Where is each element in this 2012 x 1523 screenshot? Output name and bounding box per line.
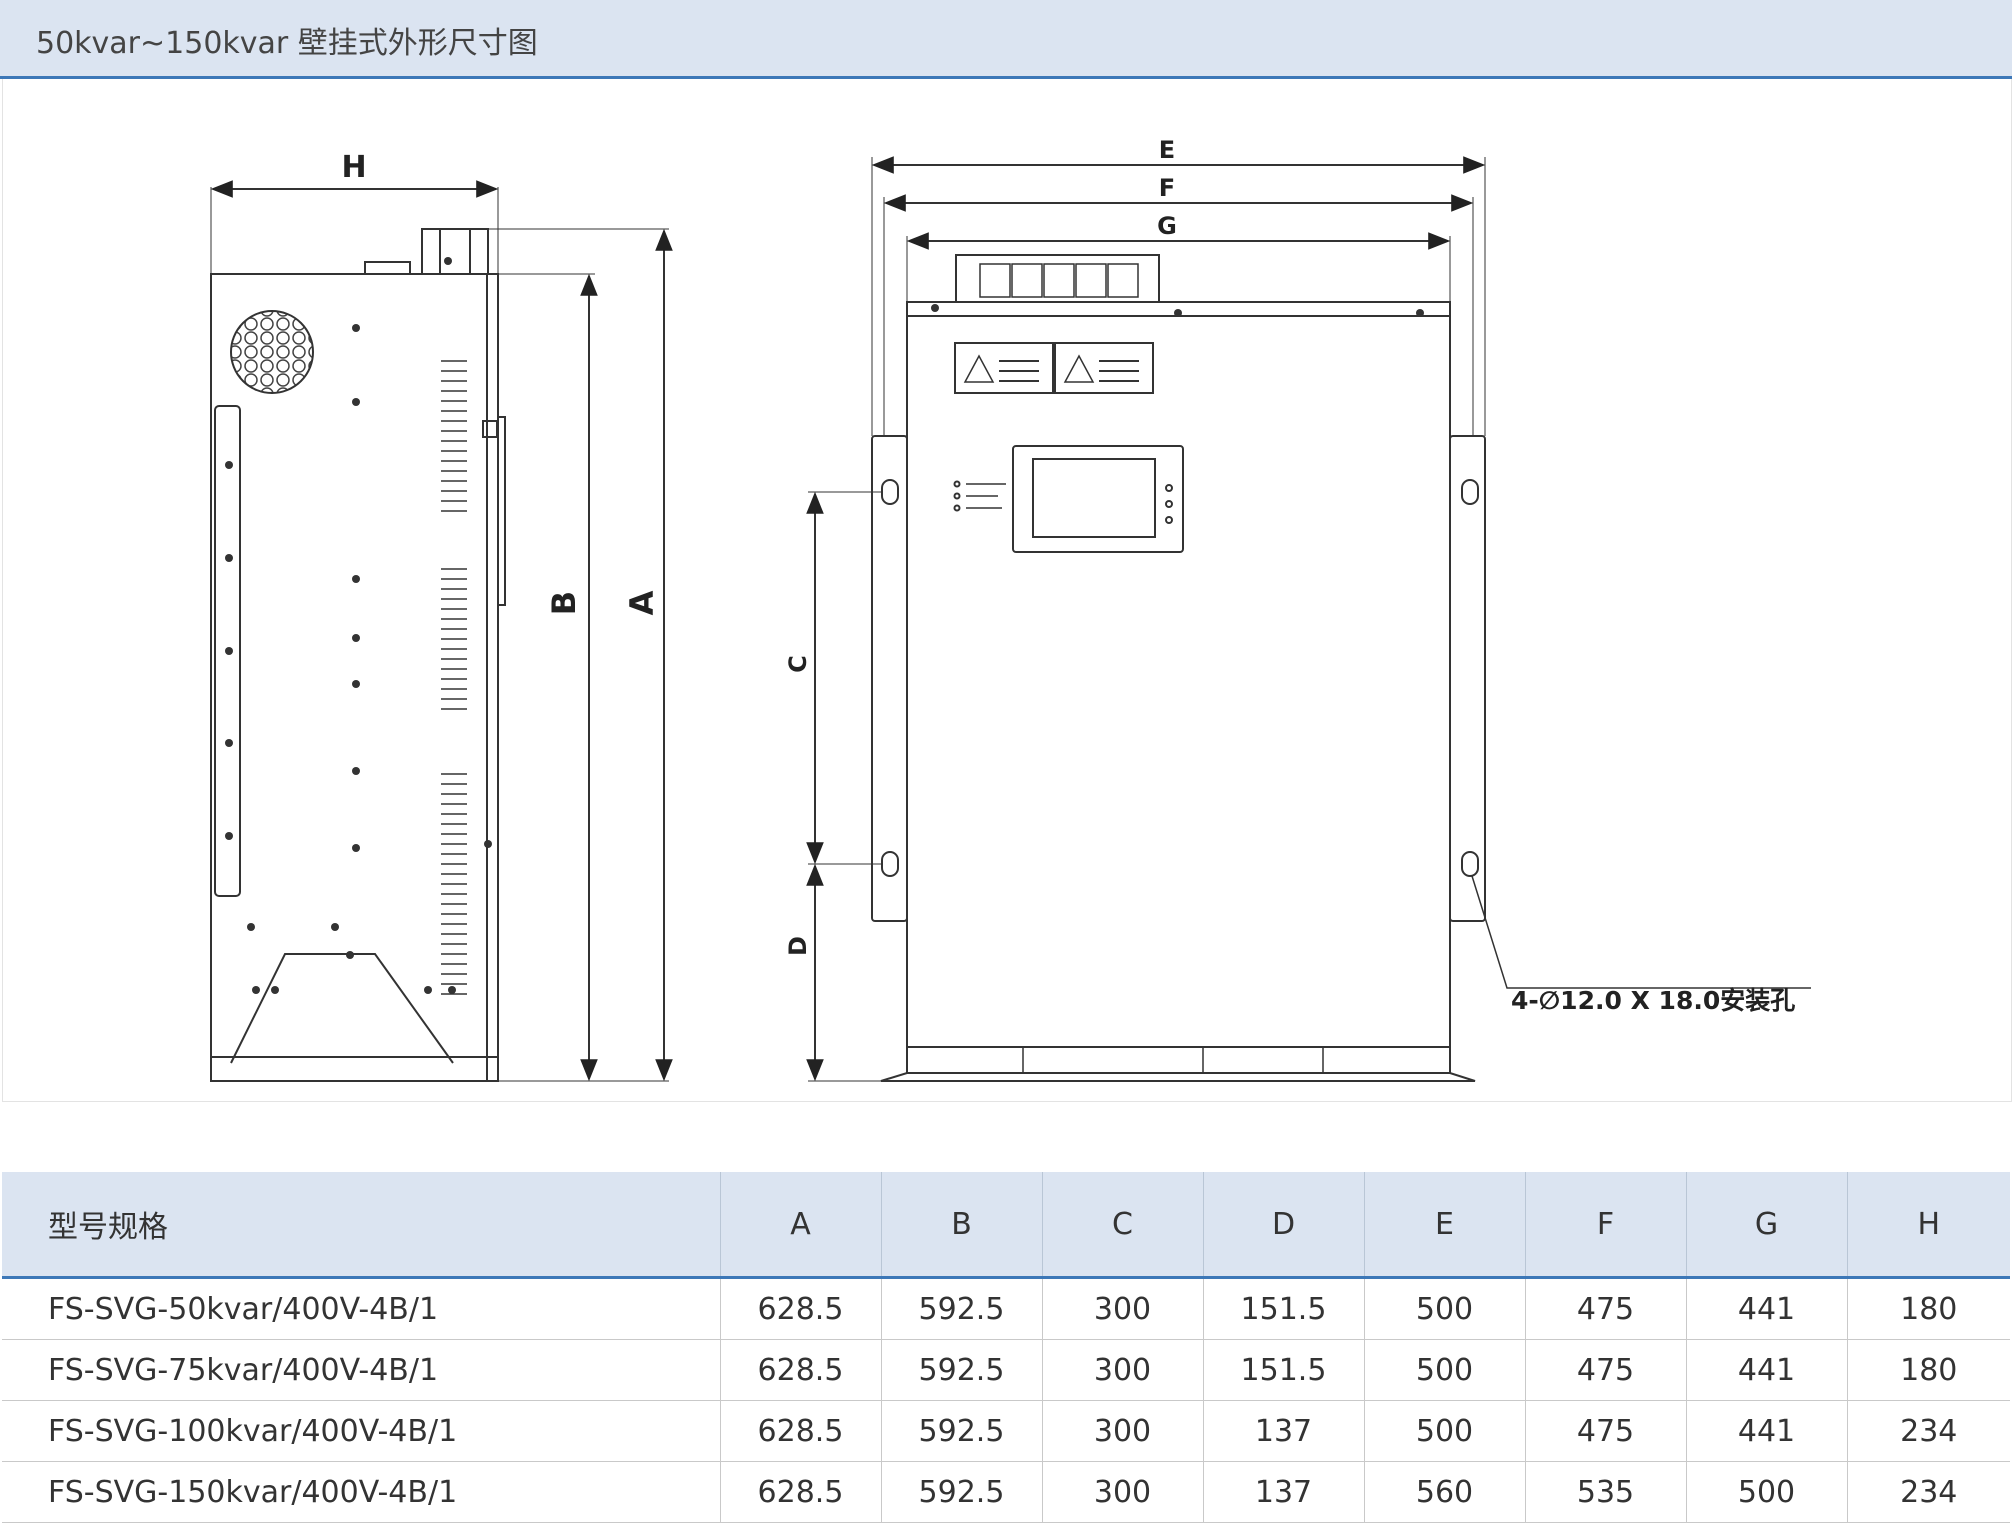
cell-b: 592.5	[880, 1461, 1042, 1523]
column-header-d: D	[1202, 1172, 1364, 1279]
table-row: FS-SVG-100kvar/400V-4B/1 628.5 592.5 300…	[2, 1400, 2010, 1462]
cell-model: FS-SVG-100kvar/400V-4B/1	[2, 1400, 720, 1462]
column-header-c: C	[1041, 1172, 1203, 1279]
column-header-a: A	[719, 1172, 881, 1279]
dimension-drawing: H E F G B A C D 4-∅12.0 X 18.0安装孔	[210, 136, 1811, 1082]
column-header-e: E	[1363, 1172, 1525, 1279]
cell-c: 300	[1041, 1339, 1203, 1401]
cell-c: 300	[1041, 1400, 1203, 1462]
dim-label-f: F	[1159, 174, 1175, 202]
cell-b: 592.5	[880, 1339, 1042, 1401]
page-title: 50kvar~150kvar 壁挂式外形尺寸图	[36, 26, 538, 61]
cell-model: FS-SVG-150kvar/400V-4B/1	[2, 1461, 720, 1523]
cell-h: 180	[1846, 1339, 2010, 1401]
cell-g: 441	[1685, 1277, 1847, 1340]
cell-e: 500	[1363, 1277, 1525, 1340]
dim-label-b: B	[545, 591, 583, 615]
cell-f: 475	[1524, 1339, 1686, 1401]
dim-label-e: E	[1159, 136, 1175, 164]
column-header-b: B	[880, 1172, 1042, 1279]
cell-a: 628.5	[719, 1461, 881, 1523]
table-row: FS-SVG-150kvar/400V-4B/1 628.5 592.5 300…	[2, 1461, 2010, 1523]
section-header: 50kvar~150kvar 壁挂式外形尺寸图	[0, 0, 2012, 79]
cell-d: 151.5	[1202, 1277, 1364, 1340]
column-header-h: H	[1846, 1172, 2010, 1279]
cell-model: FS-SVG-50kvar/400V-4B/1	[2, 1277, 720, 1340]
cell-b: 592.5	[880, 1400, 1042, 1462]
table-header-row: 型号规格 A B C D E F G H	[2, 1172, 2010, 1279]
column-header-model: 型号规格	[2, 1172, 720, 1279]
side-view	[210, 228, 506, 1082]
cell-f: 475	[1524, 1400, 1686, 1462]
cell-model: FS-SVG-75kvar/400V-4B/1	[2, 1339, 720, 1401]
cell-a: 628.5	[719, 1400, 881, 1462]
dimension-drawing-panel: H E F G B A C D 4-∅12.0 X 18.0安装孔	[2, 79, 2012, 1102]
table-row: FS-SVG-50kvar/400V-4B/1 628.5 592.5 300 …	[2, 1277, 2010, 1340]
cell-e: 500	[1363, 1339, 1525, 1401]
dim-label-c: C	[784, 655, 812, 673]
cell-d: 151.5	[1202, 1339, 1364, 1401]
cell-g: 500	[1685, 1461, 1847, 1523]
table-row: FS-SVG-75kvar/400V-4B/1 628.5 592.5 300 …	[2, 1339, 2010, 1401]
column-header-f: F	[1524, 1172, 1686, 1279]
spec-table: 型号规格 A B C D E F G H FS-SVG-50kvar/400V-…	[2, 1172, 2010, 1523]
cell-c: 300	[1041, 1461, 1203, 1523]
cell-a: 628.5	[719, 1277, 881, 1340]
cell-g: 441	[1685, 1339, 1847, 1401]
cell-h: 234	[1846, 1461, 2010, 1523]
cell-d: 137	[1202, 1461, 1364, 1523]
dim-label-d: D	[784, 936, 812, 956]
dim-label-a: A	[623, 590, 661, 615]
dim-label-h: H	[341, 150, 366, 185]
cell-b: 592.5	[880, 1277, 1042, 1340]
column-header-g: G	[1685, 1172, 1847, 1279]
dim-label-g: G	[1157, 212, 1177, 240]
cell-h: 180	[1846, 1277, 2010, 1340]
cell-f: 475	[1524, 1277, 1686, 1340]
cell-d: 137	[1202, 1400, 1364, 1462]
front-view	[871, 254, 1486, 1082]
cell-c: 300	[1041, 1277, 1203, 1340]
cell-a: 628.5	[719, 1339, 881, 1401]
cell-h: 234	[1846, 1400, 2010, 1462]
cell-g: 441	[1685, 1400, 1847, 1462]
cell-e: 500	[1363, 1400, 1525, 1462]
cell-f: 535	[1524, 1461, 1686, 1523]
cell-e: 560	[1363, 1461, 1525, 1523]
mounting-hole-note: 4-∅12.0 X 18.0安装孔	[1511, 986, 1795, 1015]
